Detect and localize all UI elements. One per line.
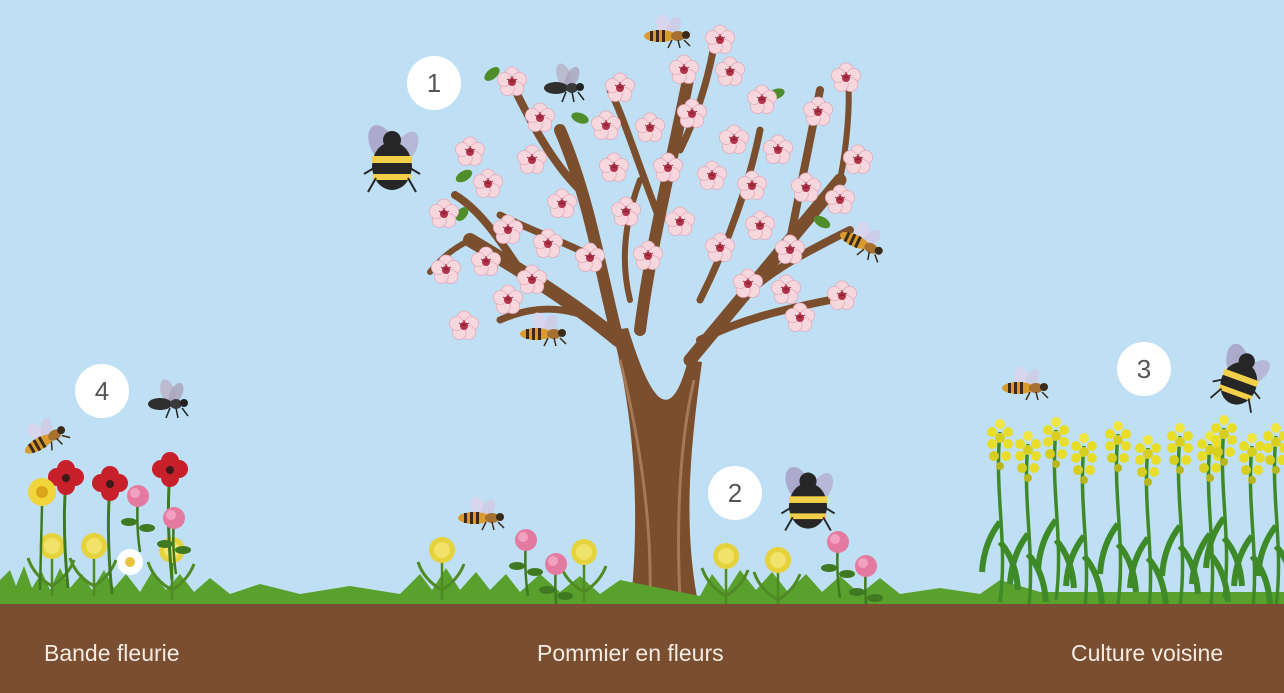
- marker-1: 1: [407, 56, 461, 110]
- caption-apple-tree: Pommier en fleurs: [537, 640, 724, 667]
- white-daisy: [117, 549, 143, 575]
- marker-4: 4: [75, 364, 129, 418]
- marker-2: 2: [708, 466, 762, 520]
- caption-flower-strip: Bande fleurie: [44, 640, 180, 667]
- caption-neighbor-crop: Culture voisine: [1071, 640, 1223, 667]
- marker-3: 3: [1117, 342, 1171, 396]
